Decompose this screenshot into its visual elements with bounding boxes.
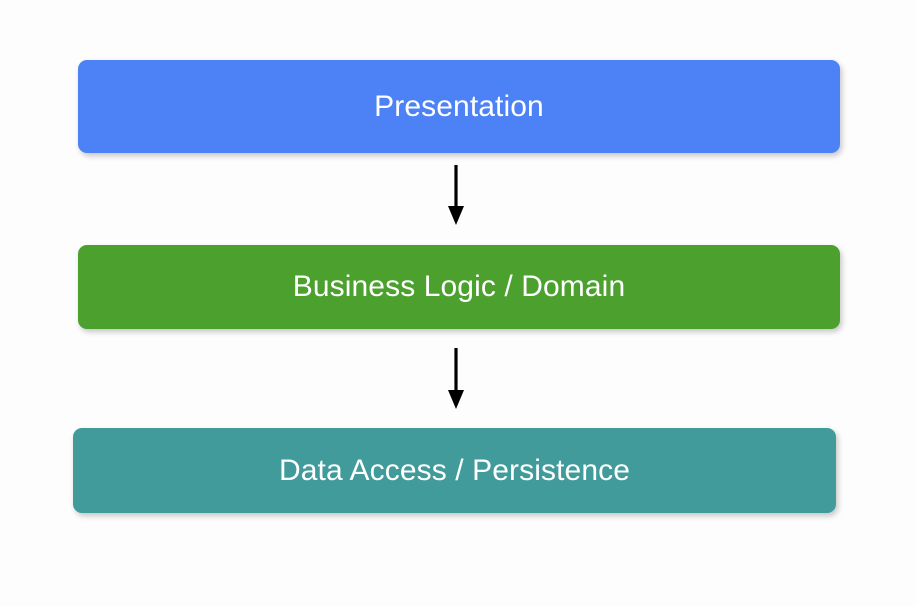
connector-presentation-to-business (441, 165, 471, 225)
layer-box-business-logic[interactable]: Business Logic / Domain (78, 245, 840, 329)
layer-box-data-access[interactable]: Data Access / Persistence (73, 428, 836, 513)
layer-label-data-access: Data Access / Persistence (279, 453, 630, 487)
layer-label-presentation: Presentation (374, 89, 544, 123)
arrow-down-icon (448, 348, 464, 409)
arrow-down-icon (448, 165, 464, 225)
layer-box-presentation[interactable]: Presentation (78, 60, 840, 153)
connector-business-to-data (441, 348, 471, 409)
layer-label-business-logic: Business Logic / Domain (292, 270, 626, 303)
